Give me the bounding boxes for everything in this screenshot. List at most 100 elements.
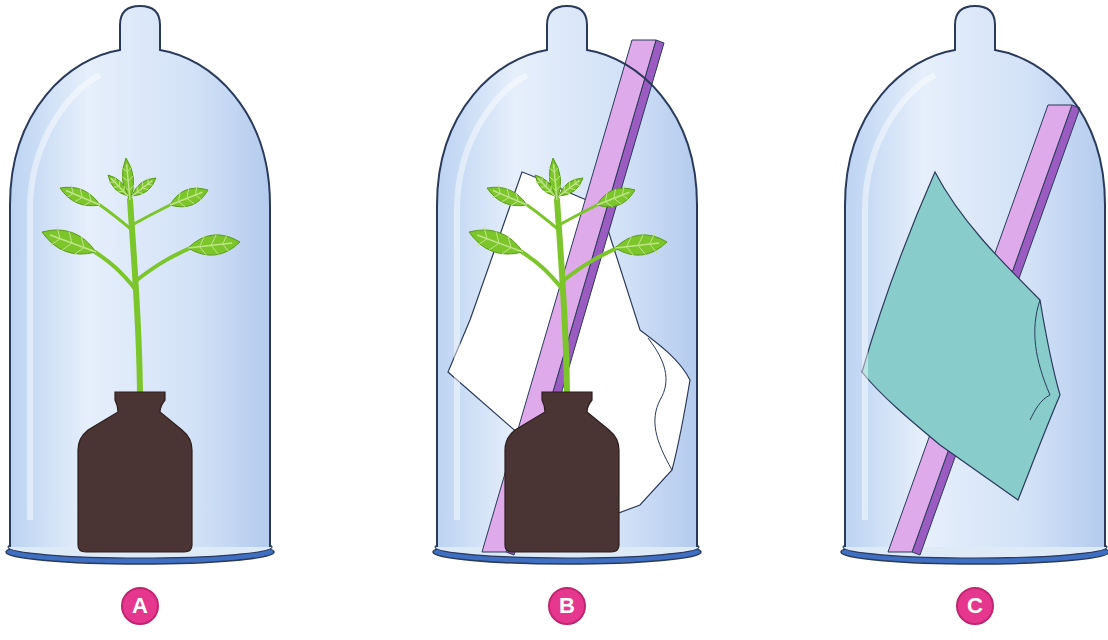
leaf-vein [195,195,202,201]
bell-jar-outline [10,6,270,547]
stem [522,252,563,290]
stem [527,205,559,230]
leaf-vein [113,186,119,188]
leaf-vein [170,192,202,205]
leaf-vein [111,178,128,196]
plant [42,158,240,400]
leaf-vein [559,181,579,196]
leaf-vein [223,244,230,253]
leaf [60,187,100,205]
stem [564,248,617,280]
label-circle: B [548,587,586,625]
leaf-vein [549,177,555,182]
leaf-vein [516,193,518,201]
leaf-vein [477,239,487,246]
leaf-vein [147,178,148,184]
leaf-vein [508,236,511,248]
leaf-vein [114,176,116,182]
leaf-vein [575,184,581,186]
bell-jar-outline [845,6,1105,547]
leaf-vein [84,201,92,205]
leaf-vein [493,194,501,198]
leaf-vein [80,189,82,197]
stem [137,248,190,280]
leaf-vein [570,188,576,190]
leaf-vein [50,239,60,246]
leaf-vein [178,202,185,208]
wet-paper [862,172,1060,500]
leaf [597,188,635,207]
panel-letter: B [559,595,575,617]
leaf-vein [574,178,575,184]
leaf-vein [66,191,100,205]
leaf-vein [540,186,546,188]
leaf-vein [538,178,555,196]
leaf-vein [119,181,121,187]
leaf-vein [127,166,132,172]
leaf-vein [638,245,645,254]
leaf-vein [62,243,72,250]
leaf-vein [142,182,143,188]
leaf-vein [554,166,559,172]
leaf [42,230,96,254]
leaf-vein [605,192,607,201]
leaf-vein [650,244,657,253]
leaf-vein [477,235,523,252]
glass-highlight [865,75,935,520]
leaf-vein [66,194,74,198]
leaf-vein [507,189,509,197]
stem [132,205,170,225]
leaf-vein [536,182,542,184]
leaf-vein [81,236,84,248]
leaf-vein [75,197,83,201]
leaf-vein [511,201,519,205]
support-stick-side [506,40,664,555]
leaf-vein [200,236,205,247]
leaf-vein [118,191,124,193]
leaf [535,175,555,196]
stem [559,205,597,225]
bell-jar-glass [845,6,1105,547]
leaf-vein [109,182,115,184]
leaf-vein [137,186,138,192]
flask-pot [78,392,192,552]
leaf-vein [195,186,197,195]
leaf-vein [121,167,127,172]
label-circle: C [956,587,994,625]
leaf-vein [148,184,154,186]
leaf-vein [627,236,632,247]
leaf-vein [69,231,72,243]
flask-pot [505,392,619,552]
leaf-vein [223,233,228,244]
leaf [170,188,208,207]
paper-fold [648,338,672,470]
leaf [132,178,156,196]
glass-highlight [30,75,100,520]
leaf-vein [550,186,552,192]
leaf-vein [211,245,218,254]
leaf-vein [564,192,570,194]
leaf-vein [187,189,189,198]
leaf-vein [129,185,134,191]
leaf-vein [71,185,73,193]
leaf-vein [650,233,655,244]
leaf-vein [137,192,143,194]
leaf-vein [122,177,128,182]
leaf [469,230,523,254]
leaf-vein [569,182,570,188]
leaf-vein [493,191,527,205]
leaf-vein [498,185,500,193]
leaf-vein [564,186,565,192]
leaf-vein [541,176,543,182]
leaf-vein [89,193,91,201]
leaf-vein [74,248,84,255]
leaf-vein [502,197,510,201]
leaf-vein [501,248,511,255]
leaf-vein [622,195,629,201]
leaf-vein [143,188,149,190]
leaf-vein [187,198,194,204]
stem [100,205,132,230]
leaf-vein [50,235,96,252]
stem [95,252,136,290]
